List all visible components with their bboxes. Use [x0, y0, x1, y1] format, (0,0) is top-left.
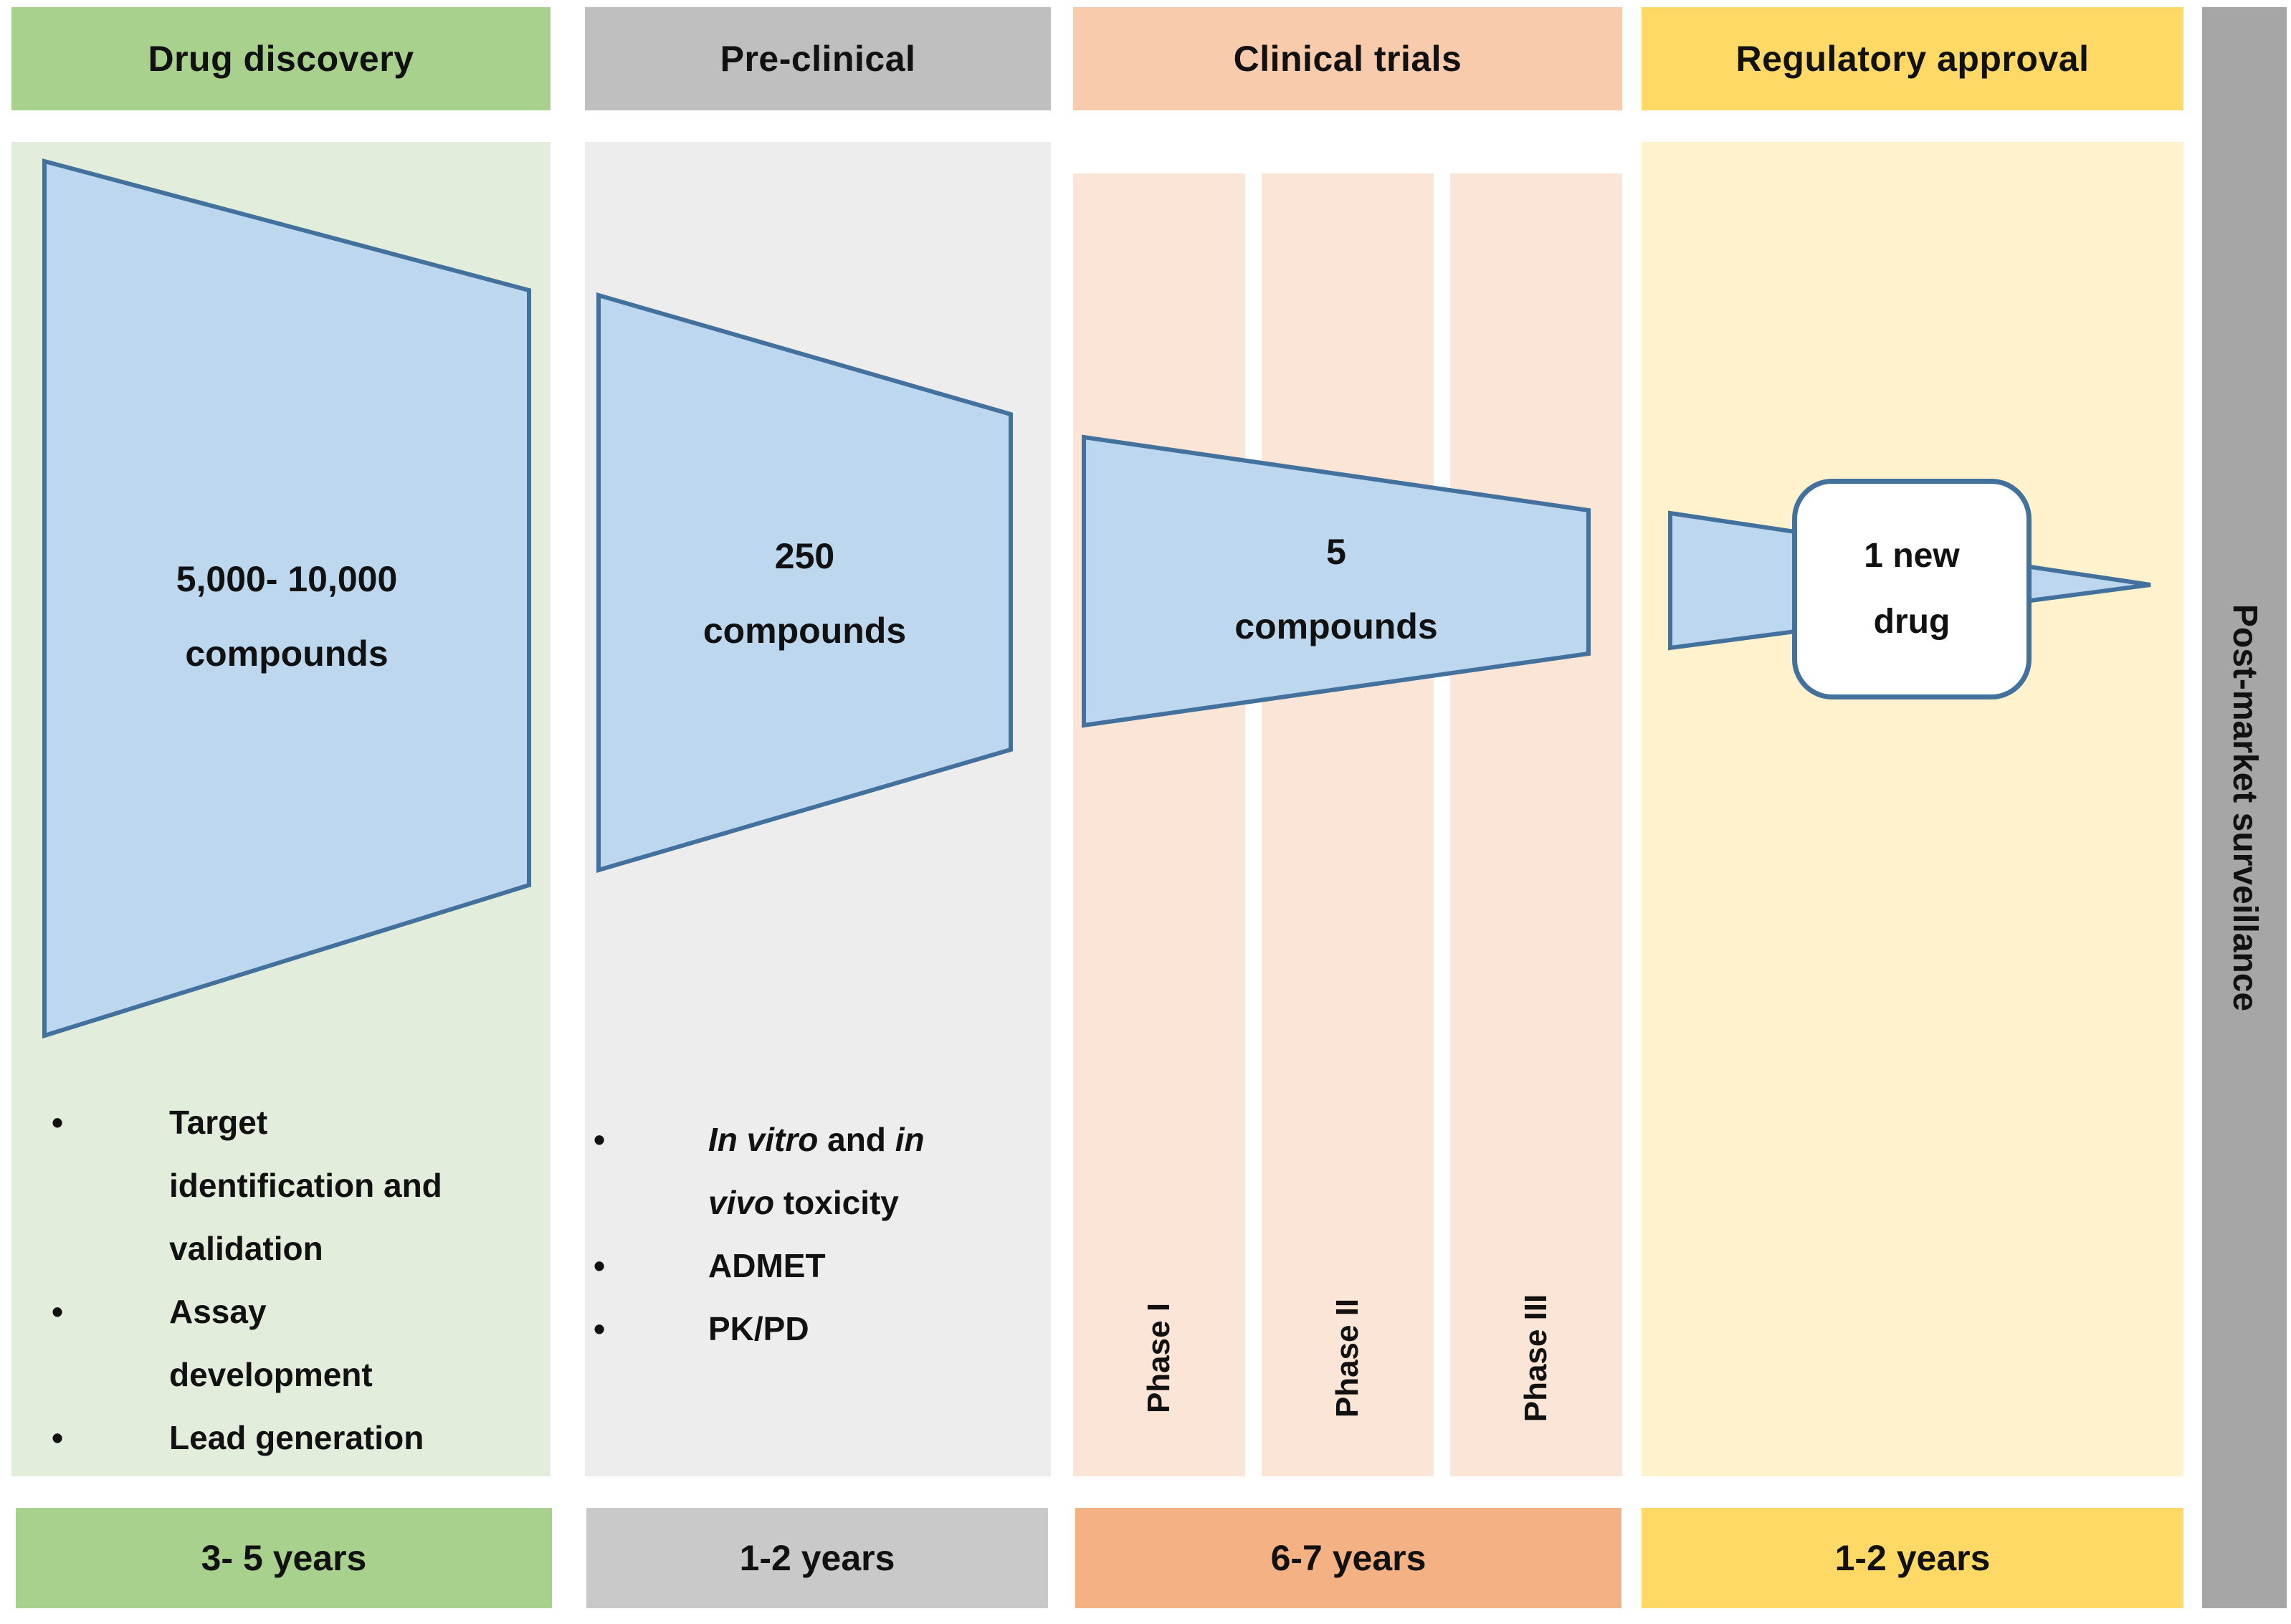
pre-clinical-activity-list: In vitro and in vivo toxicity ADMET PK/P… [585, 1108, 1051, 1360]
list-item: In vitro and in vivo toxicity [585, 1108, 995, 1234]
duration-bar-pre-clinical: 1-2 years [586, 1508, 1048, 1608]
list-item-text: In vitro and in vivo toxicity [708, 1121, 925, 1221]
list-item-text: Target identification and validation [169, 1104, 442, 1267]
funnel-label-clinical-trials: 5 compounds [1084, 515, 1589, 664]
funnel-label-line: 5 [1326, 532, 1346, 572]
list-item: Lead generation [11, 1406, 467, 1469]
drug-discovery-activity-list: Target identification and validation Ass… [11, 1091, 551, 1469]
funnel-label-line: 5,000- 10,000 [176, 559, 398, 599]
phase-label-1: Phase I [1141, 1302, 1176, 1414]
phase-column-3 [1450, 173, 1622, 1476]
list-item-text: Lead generation [169, 1419, 424, 1456]
phase-label-3: Phase III [1518, 1294, 1553, 1423]
funnel-label-line: compounds [185, 634, 389, 674]
list-item-text: PK/PD [708, 1310, 809, 1347]
list-item-text: ADMET [708, 1247, 826, 1284]
funnel-label-drug-discovery: 5,000- 10,000 compounds [44, 542, 529, 691]
list-item: Assay development [11, 1280, 467, 1406]
stage-header-clinical-trials: Clinical trials [1073, 7, 1622, 110]
list-item: PK/PD [585, 1297, 995, 1360]
result-box-line: 1 new [1864, 537, 1960, 575]
phase-label-2: Phase II [1330, 1298, 1365, 1418]
phase-column-2 [1262, 173, 1434, 1476]
post-market-surveillance-bar [2202, 7, 2287, 1608]
funnel-label-line: 250 [774, 536, 835, 576]
funnel-label-pre-clinical: 250 compounds [599, 519, 1011, 668]
funnel-label-line: compounds [1234, 606, 1438, 646]
stage-header-drug-discovery: Drug discovery [11, 7, 551, 110]
duration-bar-regulatory-approval: 1-2 years [1642, 1508, 2183, 1608]
result-box-new-drug: 1 new drug [1792, 479, 2032, 699]
list-item: ADMET [585, 1234, 995, 1297]
list-item: Target identification and validation [11, 1091, 467, 1280]
stage-header-pre-clinical: Pre-clinical [585, 7, 1051, 110]
stage-header-regulatory-approval: Regulatory approval [1642, 7, 2183, 110]
post-market-surveillance-label: Post-market surveillance [2226, 603, 2264, 1012]
result-box-line: drug [1873, 603, 1951, 641]
list-item-text: Assay development [169, 1293, 373, 1393]
stage-panel-regulatory-approval [1642, 142, 2183, 1476]
duration-bar-drug-discovery: 3- 5 years [16, 1508, 552, 1608]
duration-bar-clinical-trials: 6-7 years [1075, 1508, 1621, 1608]
phase-column-1 [1073, 173, 1245, 1476]
funnel-label-line: compounds [702, 611, 907, 651]
